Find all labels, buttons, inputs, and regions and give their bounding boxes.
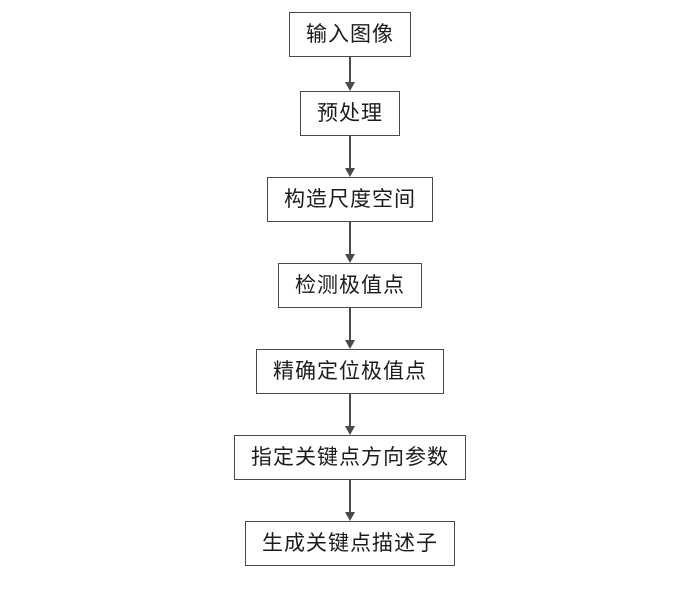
flow-node-locate-extrema: 精确定位极值点	[256, 349, 444, 394]
arrow-shaft	[349, 222, 351, 254]
arrow-shaft	[349, 394, 351, 426]
down-arrow	[345, 480, 355, 521]
down-arrow	[345, 136, 355, 177]
flow-node-detect-extrema: 检测极值点	[278, 263, 422, 308]
arrow-head-icon	[345, 340, 355, 349]
down-arrow	[345, 57, 355, 91]
arrow-head-icon	[345, 512, 355, 521]
flow-node-orientation-params: 指定关键点方向参数	[234, 435, 466, 480]
arrow-shaft	[349, 57, 351, 82]
arrow-head-icon	[345, 426, 355, 435]
arrow-shaft	[349, 480, 351, 512]
down-arrow	[345, 222, 355, 263]
flow-node-descriptor: 生成关键点描述子	[245, 521, 455, 566]
flow-node-scale-space: 构造尺度空间	[267, 177, 433, 222]
arrow-shaft	[349, 308, 351, 340]
flow-node-preprocess: 预处理	[300, 91, 400, 136]
arrow-head-icon	[345, 82, 355, 91]
down-arrow	[345, 394, 355, 435]
down-arrow	[345, 308, 355, 349]
arrow-head-icon	[345, 168, 355, 177]
arrow-head-icon	[345, 254, 355, 263]
arrow-shaft	[349, 136, 351, 168]
flow-node-input-image: 输入图像	[289, 12, 411, 57]
